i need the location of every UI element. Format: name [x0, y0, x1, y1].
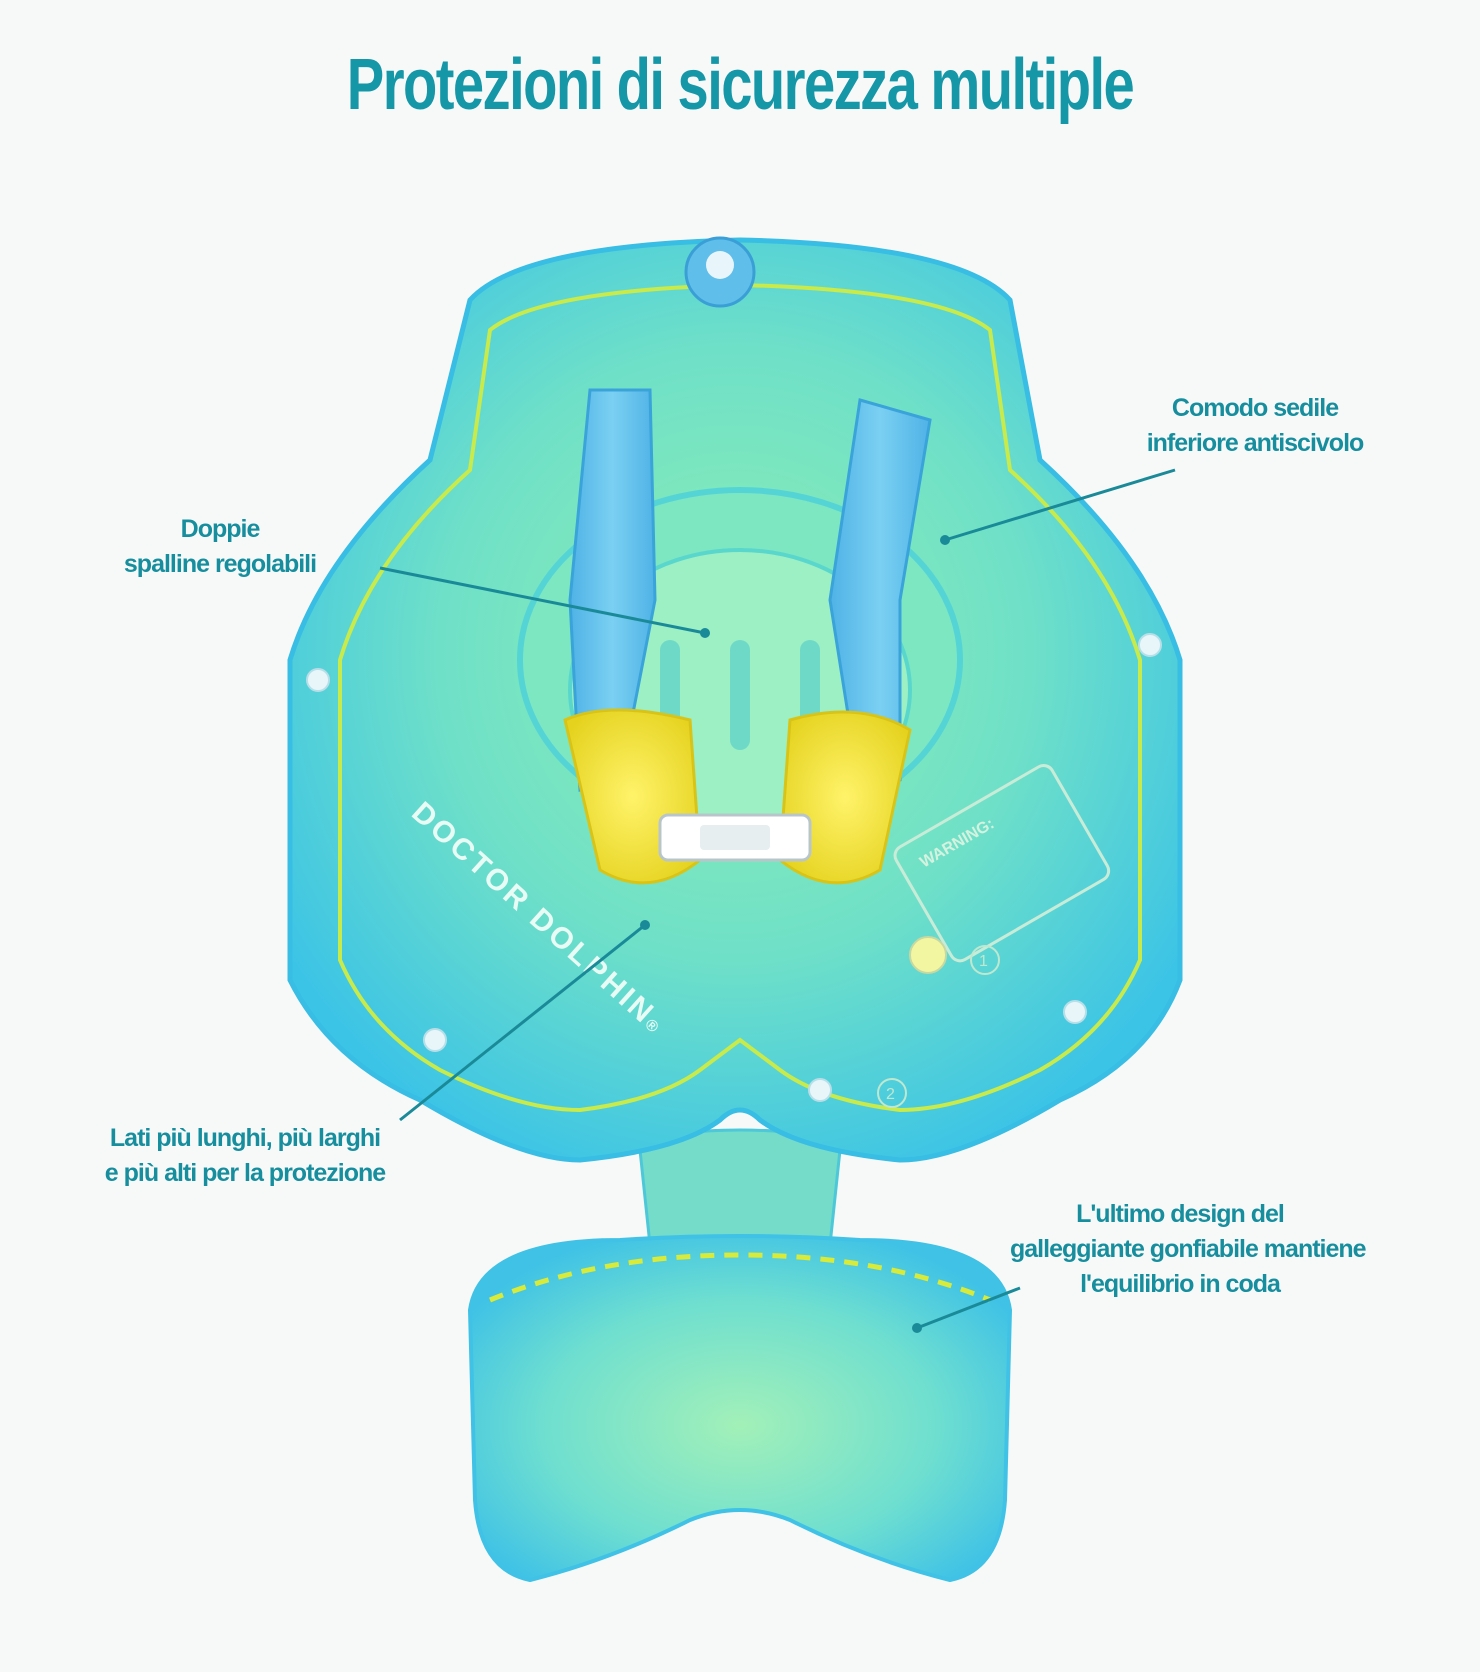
- leader-line-seat: [944, 468, 1176, 542]
- valve-number-2: 2: [886, 1086, 895, 1103]
- callout-line: Doppie: [180, 515, 261, 543]
- leader-dot-tail: [912, 1323, 922, 1333]
- leader-line-shoulder: [379, 566, 706, 635]
- brand-badge: [684, 236, 756, 308]
- leader-dot-seat: [940, 535, 950, 545]
- valves: 1 2: [306, 633, 1162, 1108]
- callout-line: L'ultimo design del: [1076, 1200, 1285, 1228]
- leader-dot-shoulder: [700, 628, 710, 638]
- callout-sides: Lati più lunghi, più larghi e più alti p…: [90, 1121, 400, 1191]
- tail-float: [467, 1234, 1013, 1583]
- callout-line: spalline regolabili: [123, 550, 317, 578]
- callout-seat: Comodo sedile inferiore antiscivolo: [1120, 391, 1390, 461]
- callout-line: e più alti per la protezione: [104, 1159, 386, 1187]
- valve-number-1: 1: [979, 953, 988, 970]
- callout-line: galleggiante gonfiabile mantiene: [1010, 1235, 1367, 1263]
- callout-line: Comodo sedile: [1171, 394, 1339, 422]
- main-float: [287, 237, 1183, 1163]
- leader-line-sides: [399, 923, 646, 1122]
- callout-shoulder-straps: Doppie spalline regolabili: [110, 512, 330, 582]
- buckle-pad-right: [778, 710, 912, 885]
- leader-dot-sides: [640, 920, 650, 930]
- callout-line: inferiore antiscivolo: [1146, 429, 1365, 457]
- leader-lines: [379, 468, 1176, 1333]
- callout-line: Lati più lunghi, più larghi: [109, 1124, 381, 1152]
- page-title: Protezioni di sicurezza multiple: [346, 45, 1135, 125]
- callout-tail: L'ultimo design del galleggiante gonfiab…: [1010, 1197, 1367, 1302]
- tail-neck: [638, 1128, 842, 1247]
- callout-line: l'equilibrio in coda: [1080, 1270, 1281, 1298]
- leader-line-tail: [916, 1286, 1021, 1330]
- center-buckle: [658, 813, 812, 862]
